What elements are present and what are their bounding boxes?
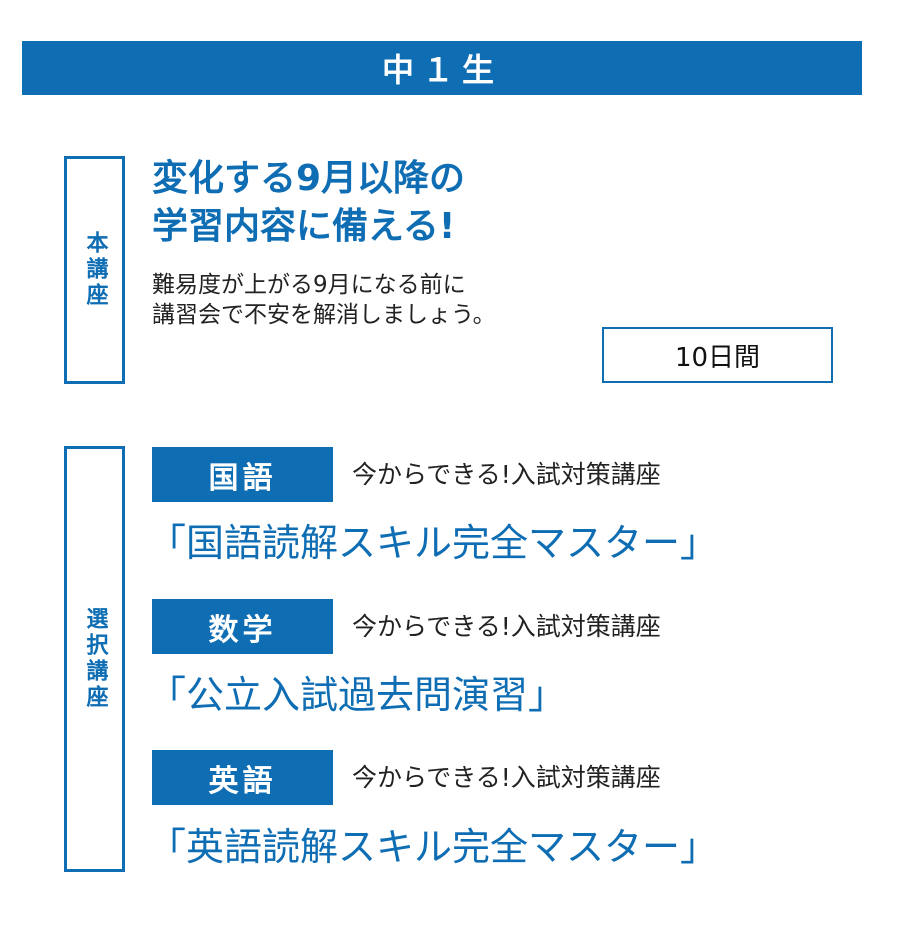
subject-tag-english: 英語 <box>152 750 333 805</box>
subject-subtitle-english: 今からできる!入試対策講座 <box>352 763 661 792</box>
main-course-body-line2: 講習会で不安を解消しましょう。 <box>152 302 496 328</box>
grade-header: 中１生 <box>22 41 862 95</box>
main-course-label: 本講座 <box>82 231 108 309</box>
main-course-body-line1: 難易度が上がる9月になる前に <box>152 272 466 298</box>
main-course-label-box: 本講座 <box>64 156 125 384</box>
duration-text: 10日間 <box>674 342 761 373</box>
subject-subtitle-math: 今からできる!入試対策講座 <box>352 612 661 641</box>
main-course-headline-line1: 変化する9月以降の <box>152 158 466 199</box>
course-title-english: 「英語読解スキル完全マスター」 <box>148 825 719 869</box>
duration-box: 10日間 <box>602 327 833 383</box>
grade-title: 中１生 <box>381 51 502 89</box>
subject-tag-math: 数学 <box>152 599 333 654</box>
main-course-headline-line2: 学習内容に備える! <box>152 206 456 247</box>
subject-subtitle-japanese: 今からできる!入試対策講座 <box>352 460 661 489</box>
course-title-math: 「公立入試過去問演習」 <box>148 673 567 717</box>
elective-course-label: 選択講座 <box>82 607 108 711</box>
elective-course-label-box: 選択講座 <box>64 446 125 872</box>
subject-tag-japanese: 国語 <box>152 447 333 502</box>
course-title-japanese: 「国語読解スキル完全マスター」 <box>148 521 719 565</box>
